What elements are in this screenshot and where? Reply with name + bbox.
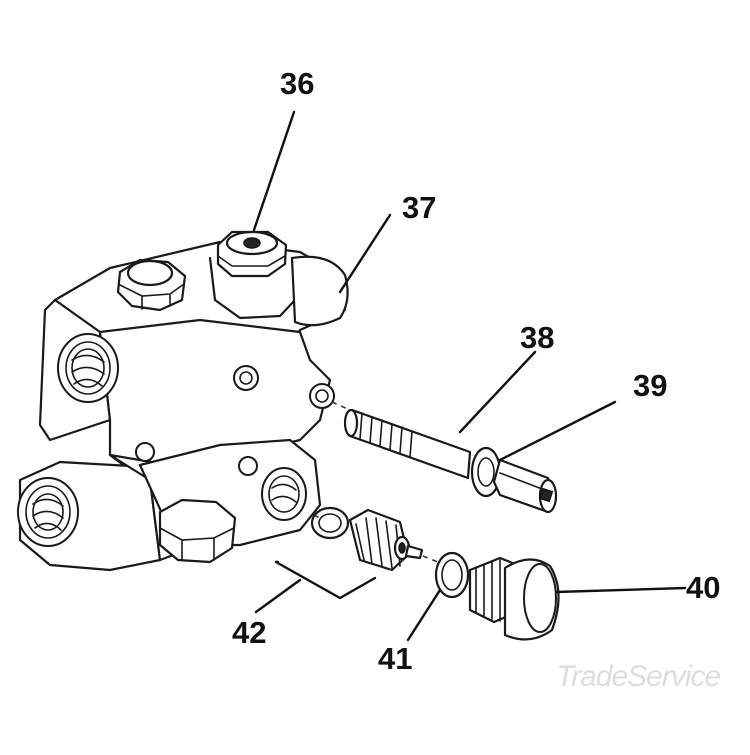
oring-part-41	[434, 551, 470, 599]
bolt-part-38	[343, 408, 472, 480]
callout-39: 39	[633, 368, 668, 403]
callout-40: 40	[686, 570, 721, 605]
leader-lines	[252, 110, 687, 642]
watermark: TradeService	[556, 660, 721, 693]
callout-37: 37	[402, 190, 437, 225]
callout-41: 41	[378, 641, 413, 676]
plug-part-40	[468, 556, 560, 641]
insert-part-42	[310, 506, 424, 572]
callout-42: 42	[232, 615, 267, 650]
callout-38: 38	[520, 320, 555, 355]
valve-body	[17, 230, 349, 572]
callout-36: 36	[280, 66, 315, 101]
bolt-head-38	[492, 458, 558, 514]
